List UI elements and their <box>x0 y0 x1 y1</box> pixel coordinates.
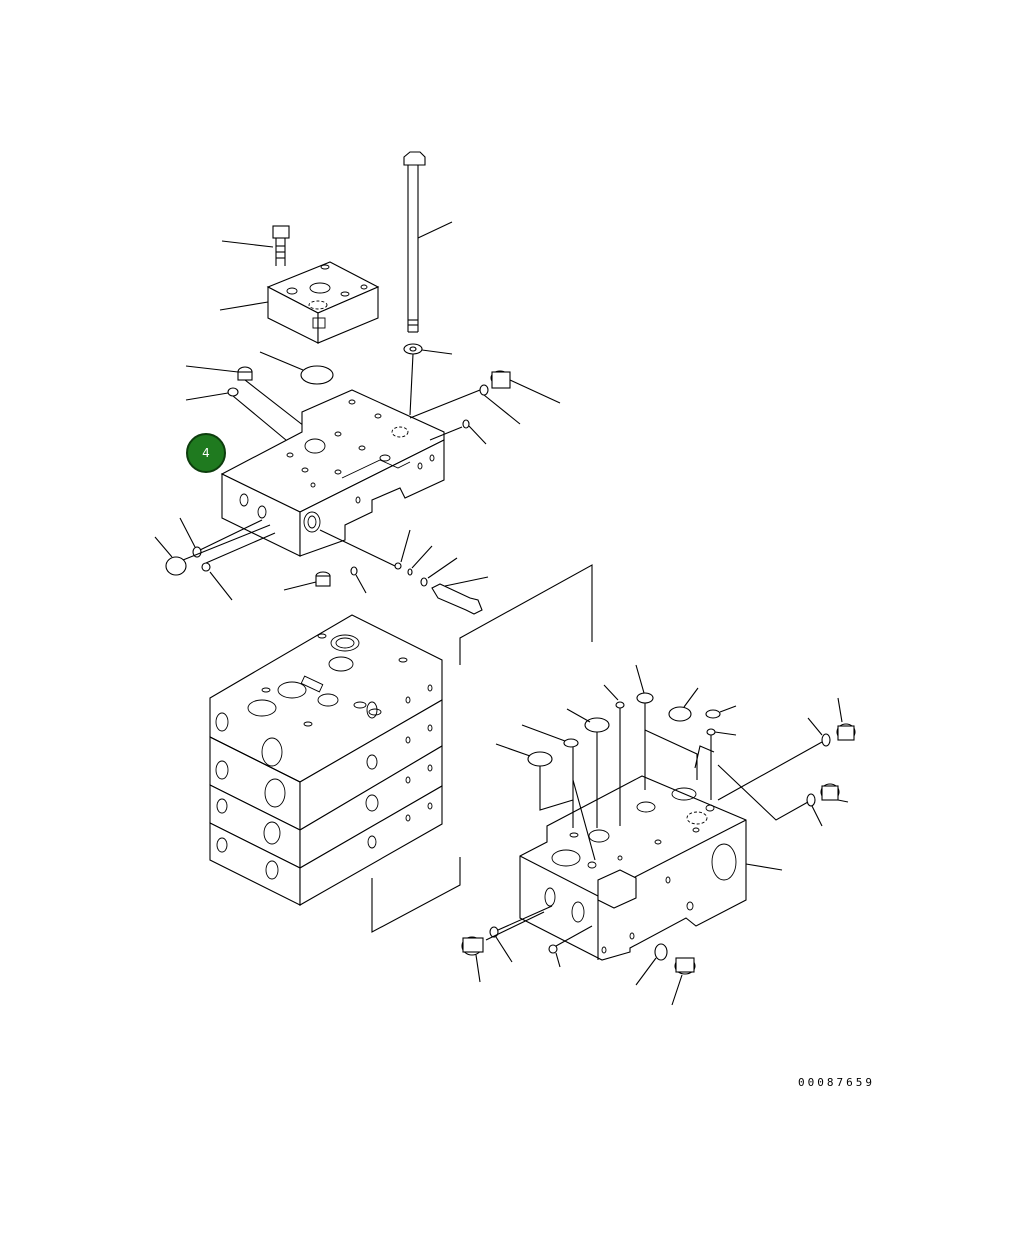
tie-bolt <box>403 151 453 333</box>
valve-spool <box>319 529 489 615</box>
stacked-valve-assembly <box>209 614 443 906</box>
plug-bottom-left <box>154 517 271 576</box>
small-bolt <box>221 225 290 266</box>
set-screw-left <box>201 532 276 601</box>
lower-plug-left <box>461 905 553 983</box>
lower-block-seals <box>495 664 737 861</box>
bottom-plug <box>283 571 331 591</box>
lower-screw-left <box>548 925 593 968</box>
lower-plug-right-upper <box>717 697 856 801</box>
callout-label: 4 <box>202 446 210 460</box>
lower-plug-bottom <box>635 943 696 1006</box>
lower-valve-block <box>519 775 783 961</box>
cover-plate <box>219 261 380 344</box>
drawing-number: 00087659 <box>798 1076 875 1089</box>
callout-marker[interactable]: 4 <box>186 433 226 473</box>
lower-plug-right-lower <box>717 764 849 827</box>
group-bracket-bottom <box>371 857 461 933</box>
o-ring <box>259 351 334 385</box>
group-bracket-top <box>459 564 593 665</box>
upper-valve-block <box>220 389 445 557</box>
bottom-screw <box>350 566 367 594</box>
set-screw-right <box>429 419 487 445</box>
washer <box>403 343 453 416</box>
plug-right <box>409 370 561 425</box>
